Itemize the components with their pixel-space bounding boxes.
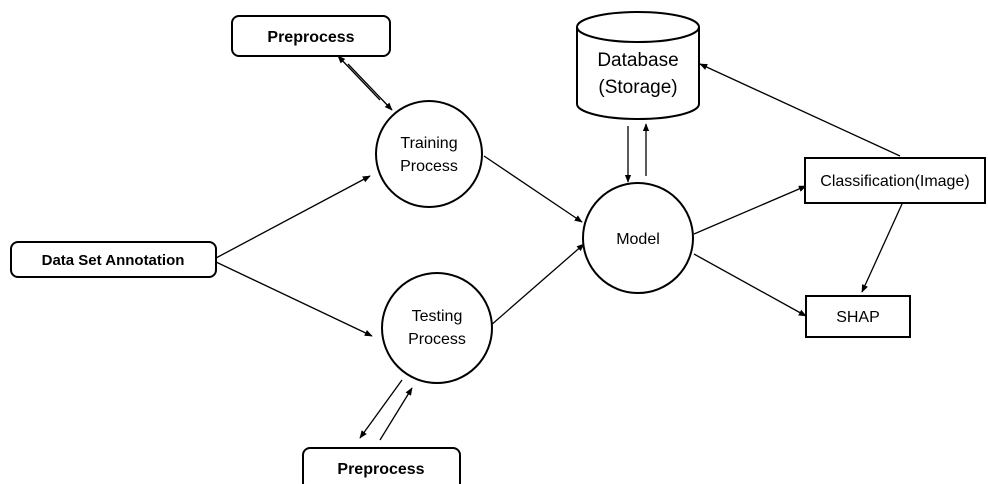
preprocess-bottom-box [302, 447, 461, 484]
data-set-annotation-node[interactable]: Data Set Annotation [10, 241, 217, 278]
preprocess-top-box [231, 15, 391, 57]
shap-node[interactable]: SHAP [805, 295, 911, 338]
edge-model-to-shap [693, 253, 807, 317]
database-node[interactable]: Database (Storage) [576, 11, 700, 120]
classification-node[interactable]: Classification(Image) [804, 157, 986, 204]
edge-classification-to-shap [861, 203, 903, 293]
training-process-label-line1: Training [400, 135, 457, 152]
training-process-node[interactable]: Training Process [375, 100, 483, 208]
classification-label: Classification(Image) [820, 173, 969, 190]
edge-annotation-to-training [215, 175, 371, 259]
model-node[interactable]: Model [582, 182, 694, 294]
database-label-line1: Database [597, 50, 678, 71]
testing-process-node[interactable]: Testing Process [381, 272, 493, 384]
edge-annotation-to-testing [215, 261, 373, 337]
testing-process-label-line2: Process [408, 331, 466, 348]
preprocess-top-label: Preprocess [267, 29, 354, 46]
edge-preprocess-to-testing [379, 387, 413, 441]
edges [215, 55, 903, 441]
edge-training-to-model [483, 155, 583, 223]
testing-process-label-line1: Testing [412, 308, 463, 325]
database-cylinder-body [576, 27, 700, 120]
model-circle [582, 182, 694, 294]
classification-box [804, 157, 986, 204]
edge-testing-to-model [489, 243, 585, 327]
edge-preprocess-to-training [347, 63, 393, 111]
shap-label: SHAP [836, 309, 880, 326]
training-process-label-line2: Process [400, 158, 458, 175]
edge-model-to-classification [693, 185, 807, 235]
database-cylinder-top [576, 11, 700, 43]
data-set-annotation-label: Data Set Annotation [42, 252, 185, 269]
database-label-line2: (Storage) [598, 77, 677, 98]
training-process-circle [375, 100, 483, 208]
testing-process-circle [381, 272, 493, 384]
preprocess-bottom-node[interactable]: Preprocess [302, 447, 461, 484]
shap-box [805, 295, 911, 338]
preprocess-top-node[interactable]: Preprocess [231, 15, 391, 57]
edge-training-to-preprocess [337, 55, 381, 101]
preprocess-bottom-label: Preprocess [337, 461, 424, 478]
model-label: Model [616, 231, 660, 248]
edge-classification-to-database [699, 63, 901, 157]
data-set-annotation-box [10, 241, 217, 278]
edge-testing-to-preprocess [359, 379, 403, 439]
